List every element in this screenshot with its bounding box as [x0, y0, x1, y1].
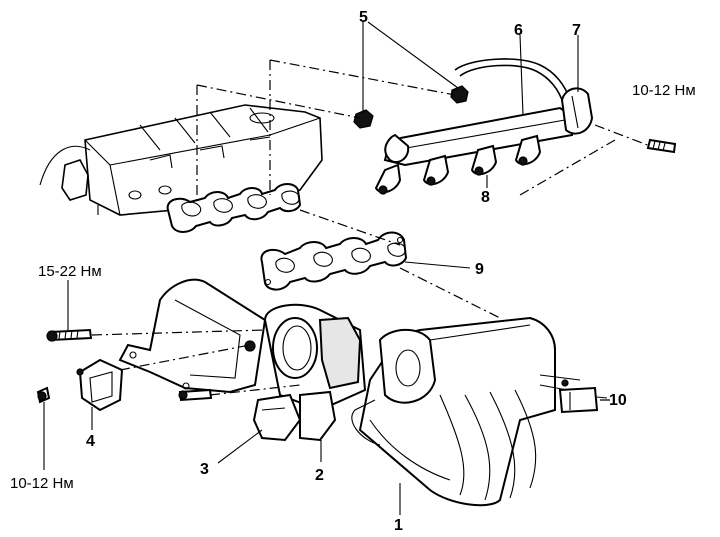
callout-4: 4	[86, 433, 95, 450]
callout-8: 8	[481, 189, 490, 206]
rail-nuts	[353, 85, 469, 129]
callout-labels: 1 2 3 4 5 6 7 8 9 10	[86, 9, 627, 534]
rail-bolt	[646, 138, 677, 154]
intake-manifold	[351, 316, 581, 507]
callout-7: 7	[572, 22, 581, 39]
head-gasket-ports	[166, 183, 302, 233]
torque-left-upper: 15-22 Нм	[38, 263, 102, 280]
callout-9: 9	[475, 261, 484, 278]
callout-1: 1	[394, 517, 403, 534]
throttle-bolts	[36, 328, 213, 404]
torque-left-lower: 10-12 Нм	[10, 475, 74, 492]
cylinder-head	[39, 104, 323, 216]
assembly-lines	[91, 59, 651, 401]
leader-lines	[43, 21, 608, 515]
callout-10: 10	[609, 392, 627, 409]
fuel-rail-assembly	[374, 58, 594, 195]
intake-manifold-gasket	[260, 231, 408, 291]
callout-6: 6	[514, 22, 523, 39]
torque-top-right: 10-12 Нм	[632, 82, 696, 99]
throttle-body	[252, 303, 367, 442]
torque-labels: 10-12 Нм 15-22 Нм 10-12 Нм	[10, 82, 696, 492]
sensor-part-4	[76, 358, 124, 412]
callout-5: 5	[359, 9, 368, 26]
sensor-part-10	[558, 379, 599, 414]
callout-3: 3	[200, 461, 209, 478]
callout-2: 2	[315, 467, 324, 484]
throttle-bracket	[118, 278, 267, 394]
